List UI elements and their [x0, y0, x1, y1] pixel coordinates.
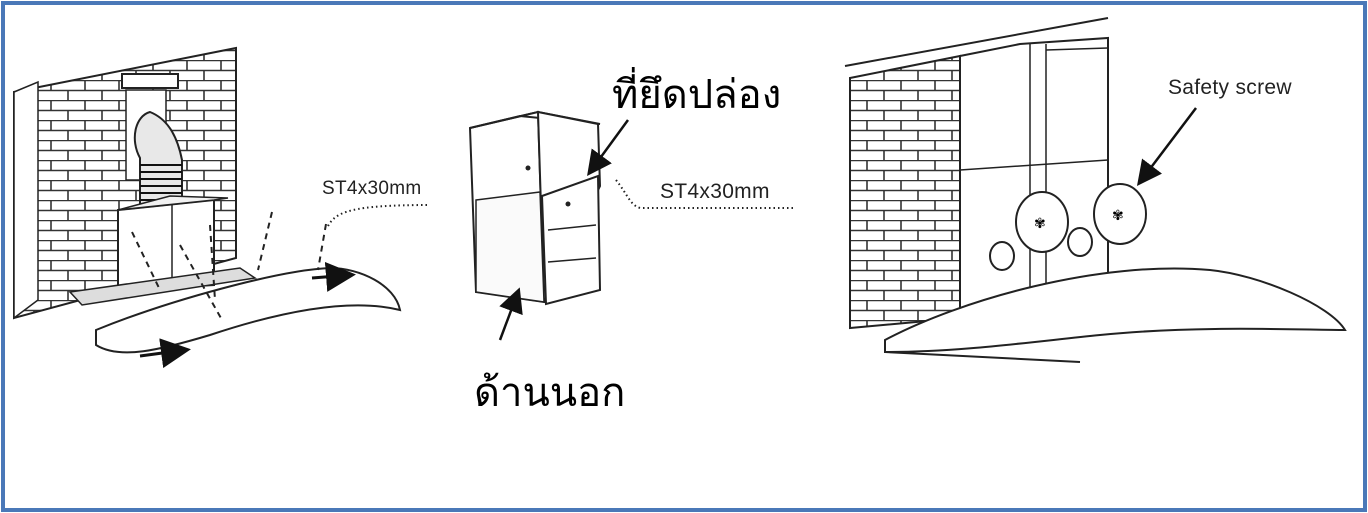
brick-wall-right	[849, 54, 961, 330]
screw-spec-label-left: ST4x30mm	[322, 178, 422, 199]
svg-text:✾: ✾	[1112, 208, 1124, 224]
svg-text:✾: ✾	[1034, 216, 1046, 232]
callout-left	[1015, 191, 1069, 253]
safety-screw-label: Safety screw	[1168, 76, 1292, 99]
chimney-bracket-label: ที่ยึดปล่อง	[612, 72, 782, 118]
screw-spec-label-middle: ST4x30mm	[660, 180, 770, 203]
hood-canopy-assembled	[884, 267, 1347, 354]
step-2-chimney-bracket	[468, 110, 795, 341]
outside-label: ด้านนอก	[474, 370, 626, 416]
callout-right	[1093, 183, 1147, 245]
step-3-safety-screw: ✾ ✾	[844, 17, 1347, 363]
chimney-bracket	[540, 174, 602, 306]
step-1-mount-hood	[13, 46, 431, 369]
